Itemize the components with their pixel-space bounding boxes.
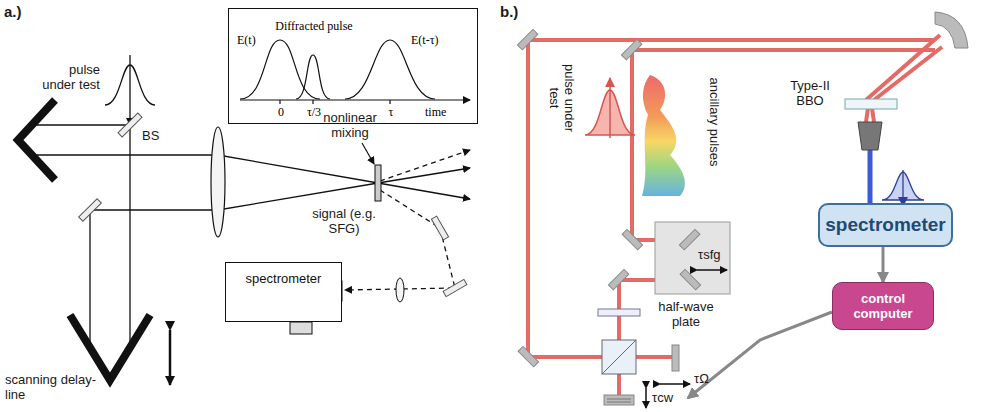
signal-connector (882, 247, 885, 282)
node-text: time (425, 105, 446, 120)
node-text: τ (385, 105, 397, 120)
text-label: pulse under test (35, 62, 100, 92)
node-text: Diffracted pulse (264, 19, 364, 34)
text-label: τΩ (694, 371, 724, 386)
computer-box: control computer (832, 282, 934, 330)
node-text: E(t-τ) (411, 33, 438, 48)
text-label: scanning delay-line (5, 372, 100, 402)
node-text: control computer (833, 291, 933, 321)
text-label: ancillary pulses (707, 72, 722, 172)
spectrometer-box: spectrometer (818, 203, 953, 247)
node-text: 0 (277, 105, 285, 120)
graph-inset: E(t) Diffracted pulseE(t-τ) 0 τ/3 τ time (228, 8, 478, 124)
text-label: half-wave plate (643, 299, 729, 329)
text-label: Type-II BBO (778, 78, 842, 108)
text-label: signal (e.g. SFG) (308, 206, 380, 236)
text-label: pulse under test (547, 58, 577, 138)
node-text: τ/3 (302, 105, 326, 120)
text-label: τcw (652, 390, 686, 405)
text-label: τsfg (698, 247, 732, 262)
spectrometer-box: spectrometer (225, 262, 342, 322)
text-label: b.) (500, 4, 540, 19)
node-text: E(t) (237, 33, 256, 48)
text-label: a.) (4, 4, 44, 19)
text-label: BS (142, 128, 172, 143)
node-text: spectrometer (825, 214, 945, 236)
node-text: spectrometer (226, 271, 341, 286)
